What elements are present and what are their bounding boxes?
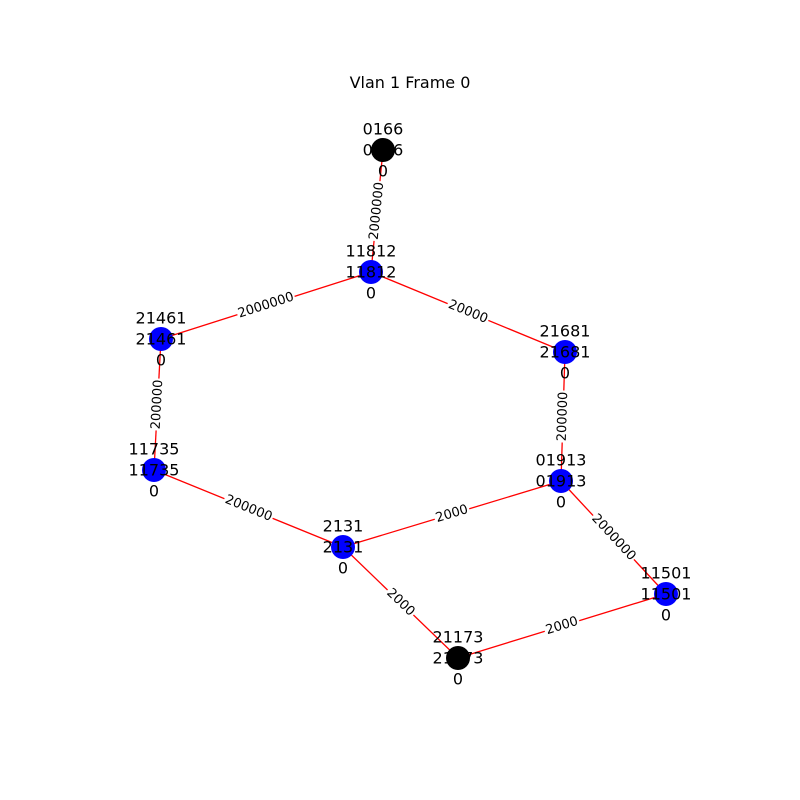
edge-weight-text: 2000 [544, 614, 580, 638]
node-11501[interactable] [654, 582, 678, 606]
node-label-11501: 11501 11501 0 [641, 564, 692, 625]
edge-label-bg [148, 378, 167, 431]
edge-label-bg [381, 584, 420, 621]
node-21173[interactable] [446, 646, 470, 670]
node-label-line1: 01913 [536, 451, 587, 470]
edges-layer [153, 149, 667, 659]
node-label-21681: 21681 21681 0 [540, 322, 591, 383]
edge-label-0166-11812: 2000000 [366, 180, 388, 242]
node-01913[interactable] [549, 469, 573, 493]
node-label-line2: 11501 [641, 585, 692, 604]
node-label-line1: 21681 [540, 322, 591, 341]
nodes-layer [142, 138, 678, 670]
node-label-line2: 0166 [363, 141, 404, 160]
edge-label-11735-2131: 200000 [221, 491, 276, 526]
node-label-line1: 0166 [363, 120, 404, 139]
node-label-0166: 0166 0166 0 [363, 120, 404, 181]
node-label-2131: 2131 2131 0 [323, 517, 364, 578]
node-label-line2: 11812 [346, 263, 397, 282]
node-label-line2: 21681 [540, 343, 591, 362]
edge-label-11812-21461: 2000000 [234, 288, 298, 323]
node-2131[interactable] [331, 535, 355, 559]
node-label-line1: 11812 [346, 242, 397, 261]
node-label-21173: 21173 21173 0 [433, 628, 484, 689]
node-label-line3: 0 [156, 351, 166, 370]
node-label-line2: 11735 [129, 461, 180, 480]
edge-label-bg [366, 180, 388, 242]
node-label-line1: 11501 [641, 564, 692, 583]
node-11812[interactable] [359, 260, 383, 284]
node-label-11812: 11812 11812 0 [346, 242, 397, 303]
node-0166[interactable] [371, 138, 395, 162]
node-label-line3: 0 [378, 162, 388, 181]
edge-label-bg [432, 501, 472, 527]
node-21681[interactable] [553, 340, 577, 364]
node-label-line2: 01913 [536, 472, 587, 491]
edge-weight-text: 2000000 [588, 511, 638, 564]
node-label-line2: 21461 [136, 330, 187, 349]
node-label-line3: 0 [338, 559, 348, 578]
edge-label-11812-21681: 20000 [444, 296, 492, 328]
node-label-01913: 01913 01913 0 [536, 451, 587, 512]
node-label-line3: 0 [366, 284, 376, 303]
edge-label-bg [444, 296, 492, 328]
edge-label-bg [234, 288, 298, 323]
node-label-21461: 21461 21461 0 [136, 309, 187, 370]
node-label-line1: 11735 [129, 440, 180, 459]
node-label-line2: 21173 [433, 649, 484, 668]
node-label-line3: 0 [560, 364, 570, 383]
node-label-line1: 21461 [136, 309, 187, 328]
node-label-11735: 11735 11735 0 [129, 440, 180, 501]
edge-label-bg [587, 510, 640, 565]
edge-label-21173-11501: 2000 [542, 613, 582, 639]
node-label-line3: 0 [453, 670, 463, 689]
node-21461[interactable] [149, 327, 173, 351]
edge-weight-text: 200000 [223, 492, 275, 525]
graph-title: Vlan 1 Frame 0 [350, 73, 471, 92]
edge-weight-text: 200000 [555, 391, 572, 441]
edge-label-01913-2131: 2000 [432, 501, 472, 527]
edge-label-bg [554, 390, 572, 443]
node-label-line3: 0 [149, 482, 159, 501]
edge-weight-text: 2000000 [236, 290, 296, 322]
edge-weight-text: 20000 [446, 297, 490, 327]
edge-weight-text: 2000 [434, 502, 470, 526]
node-label-line2: 2131 [323, 538, 364, 557]
node-label-line3: 0 [661, 606, 671, 625]
node-label-line1: 2131 [323, 517, 364, 536]
edge-label-21681-01913: 200000 [554, 390, 572, 443]
edge-label-bg [221, 491, 276, 526]
node-label-line1: 21173 [433, 628, 484, 647]
edge-label-bg [542, 613, 582, 639]
node-labels-layer: 0166016601181211812021461214610216812168… [129, 120, 692, 689]
node-label-line3: 0 [556, 493, 566, 512]
edge-label-01913-11501: 2000000 [587, 510, 640, 565]
node-11735[interactable] [142, 458, 166, 482]
edge-weight-text: 2000000 [367, 181, 388, 240]
edge-weight-text: 200000 [149, 379, 167, 429]
edge-label-21461-11735: 200000 [148, 378, 167, 431]
